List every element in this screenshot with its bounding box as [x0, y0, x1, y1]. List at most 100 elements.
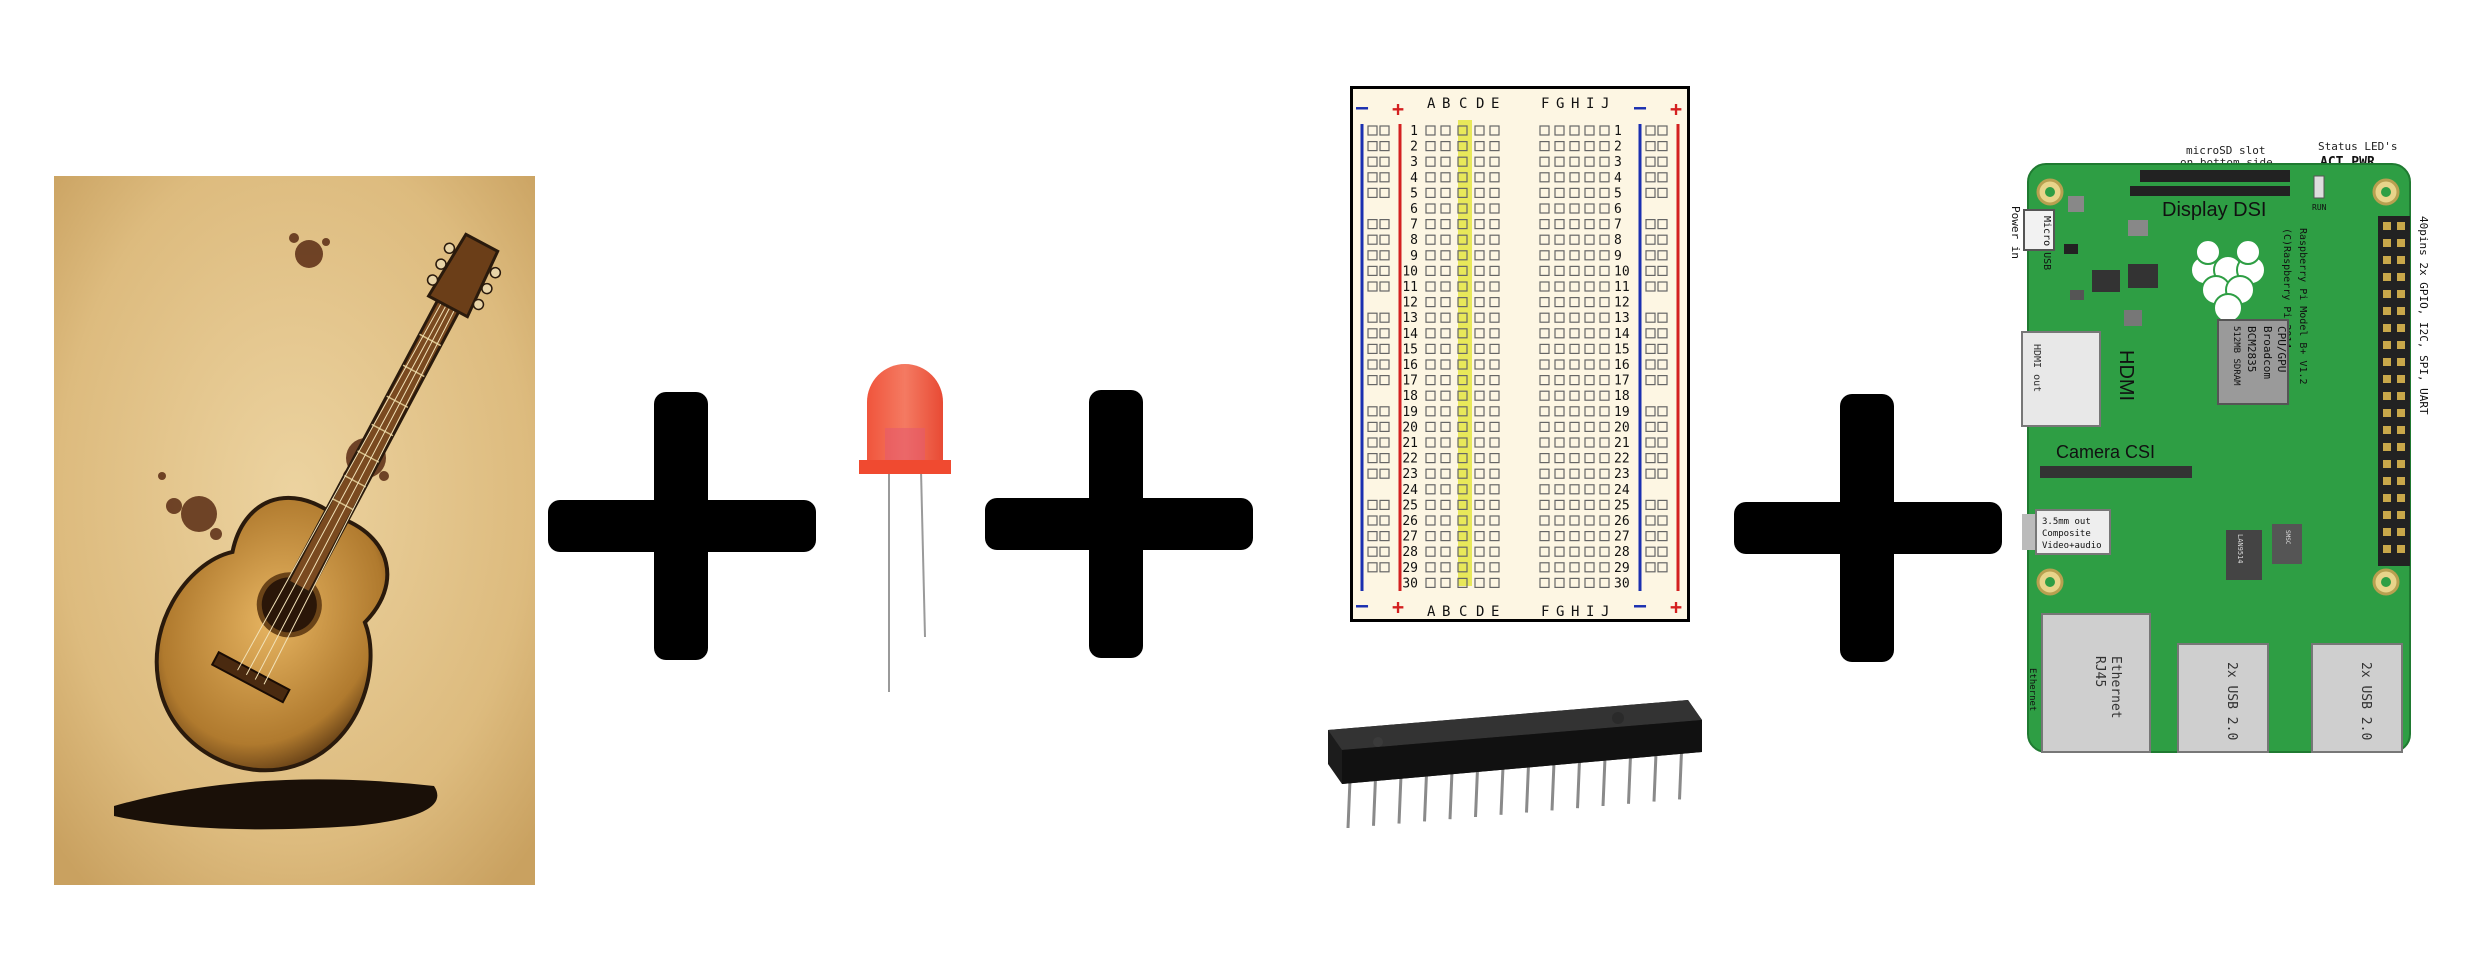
bb-hole [1489, 250, 1500, 261]
rail-pos-br: + [1670, 595, 1682, 619]
bb-hole [1457, 515, 1468, 526]
bb-hole [1440, 156, 1451, 167]
bb-rail-hole [1645, 375, 1656, 386]
bb-col-label-B-bottom: B [1442, 604, 1450, 620]
bb-row-number-right: 8 [1614, 233, 1622, 248]
bb-rail-hole [1657, 468, 1668, 479]
bb-hole [1425, 390, 1436, 401]
rail-neg-tr: – [1634, 95, 1647, 119]
bb-hole [1489, 421, 1500, 432]
bb-hole [1539, 281, 1550, 292]
bb-hole [1569, 468, 1580, 479]
bb-hole [1457, 468, 1468, 479]
bb-hole [1457, 546, 1468, 557]
bb-hole [1489, 203, 1500, 214]
bb-hole [1474, 390, 1485, 401]
bb-hole [1554, 577, 1565, 588]
bb-rail-hole [1367, 219, 1378, 230]
bb-rail-hole [1645, 265, 1656, 276]
bb-hole [1584, 203, 1595, 214]
bb-hole [1599, 562, 1610, 573]
bb-hole [1539, 390, 1550, 401]
bb-hole [1425, 359, 1436, 370]
bb-col-label-I-top: I [1586, 96, 1594, 112]
bb-row-number-right: 18 [1614, 389, 1630, 404]
bb-col-label-J-top: J [1601, 96, 1609, 112]
bb-row-number-left: 10 [1402, 264, 1418, 279]
bb-rail-hole [1367, 250, 1378, 261]
bb-hole [1539, 406, 1550, 417]
bb-rail-hole [1379, 421, 1390, 432]
bb-hole [1569, 484, 1580, 495]
bb-hole [1539, 515, 1550, 526]
bb-hole [1554, 219, 1565, 230]
bb-hole [1425, 140, 1436, 152]
gpio-pin [2397, 494, 2405, 502]
small-chip-label: SMSC [2284, 530, 2291, 545]
bb-rail-hole [1367, 234, 1378, 245]
bb-row-number-right: 5 [1614, 186, 1622, 201]
bb-row-number-right: 11 [1614, 280, 1630, 295]
cpu-label-3: BCM2835 [2245, 326, 2258, 372]
bb-rail-hole [1367, 140, 1378, 152]
bb-hole [1599, 546, 1610, 557]
bb-hole [1599, 437, 1610, 448]
bb-row-number-left: 1 [1410, 124, 1418, 139]
bb-hole [1440, 468, 1451, 479]
bb-hole [1474, 328, 1485, 339]
hdmi-out-label: HDMI out [2031, 344, 2042, 392]
bb-hole [1599, 187, 1610, 199]
rail-pos-bl: + [1392, 595, 1404, 619]
camera-csi-label: Camera CSI [2056, 442, 2155, 462]
bb-rail-hole [1645, 187, 1656, 199]
bb-hole [1425, 328, 1436, 339]
bb-row-number-right: 23 [1614, 467, 1630, 482]
gpio-pin [2397, 358, 2405, 366]
gpio-pin [2383, 358, 2391, 366]
bb-hole [1489, 453, 1500, 464]
gpio-header [2378, 216, 2410, 566]
bb-col-label-E-top: E [1491, 96, 1499, 112]
bb-hole [1569, 265, 1580, 276]
guitar-image [54, 176, 535, 885]
bb-hole [1569, 531, 1580, 542]
bb-hole [1474, 250, 1485, 261]
bb-rail-hole [1379, 234, 1390, 245]
bb-hole [1569, 437, 1580, 448]
bb-hole [1474, 577, 1485, 588]
bb-row-number-left: 19 [1402, 405, 1418, 420]
bb-rail-hole [1645, 499, 1656, 510]
bb-rail-hole [1657, 281, 1668, 292]
gpio-pin [2383, 375, 2391, 383]
bb-rail-hole [1379, 156, 1390, 167]
bb-hole [1440, 140, 1451, 152]
bb-hole [1425, 250, 1436, 261]
bb-row-number-right: 20 [1614, 420, 1630, 435]
bb-hole [1584, 297, 1595, 308]
bb-hole [1584, 546, 1595, 557]
bb-hole [1599, 453, 1610, 464]
bb-rail-hole [1379, 562, 1390, 573]
bb-row-number-right: 9 [1614, 249, 1622, 264]
bb-row-number-right: 2 [1614, 140, 1622, 155]
bb-hole [1489, 359, 1500, 370]
bb-rail-hole [1645, 219, 1656, 230]
ic-pin [1652, 753, 1658, 802]
bb-hole [1457, 484, 1468, 495]
gpio-pin [2397, 477, 2405, 485]
gpio-pin [2383, 273, 2391, 281]
ic-pin [1525, 764, 1530, 813]
bb-hole [1554, 437, 1565, 448]
bb-hole [1457, 406, 1468, 417]
bb-hole [1425, 562, 1436, 573]
bb-hole [1440, 562, 1451, 573]
bb-hole [1584, 156, 1595, 167]
gpio-pin [2383, 222, 2391, 230]
bb-rail-hole [1367, 531, 1378, 542]
bb-hole [1539, 140, 1550, 152]
bb-hole [1554, 312, 1565, 323]
bb-row-number-left: 21 [1402, 436, 1418, 451]
bb-hole [1440, 265, 1451, 276]
gpio-pin [2383, 460, 2391, 468]
gpio-pin [2397, 511, 2405, 519]
